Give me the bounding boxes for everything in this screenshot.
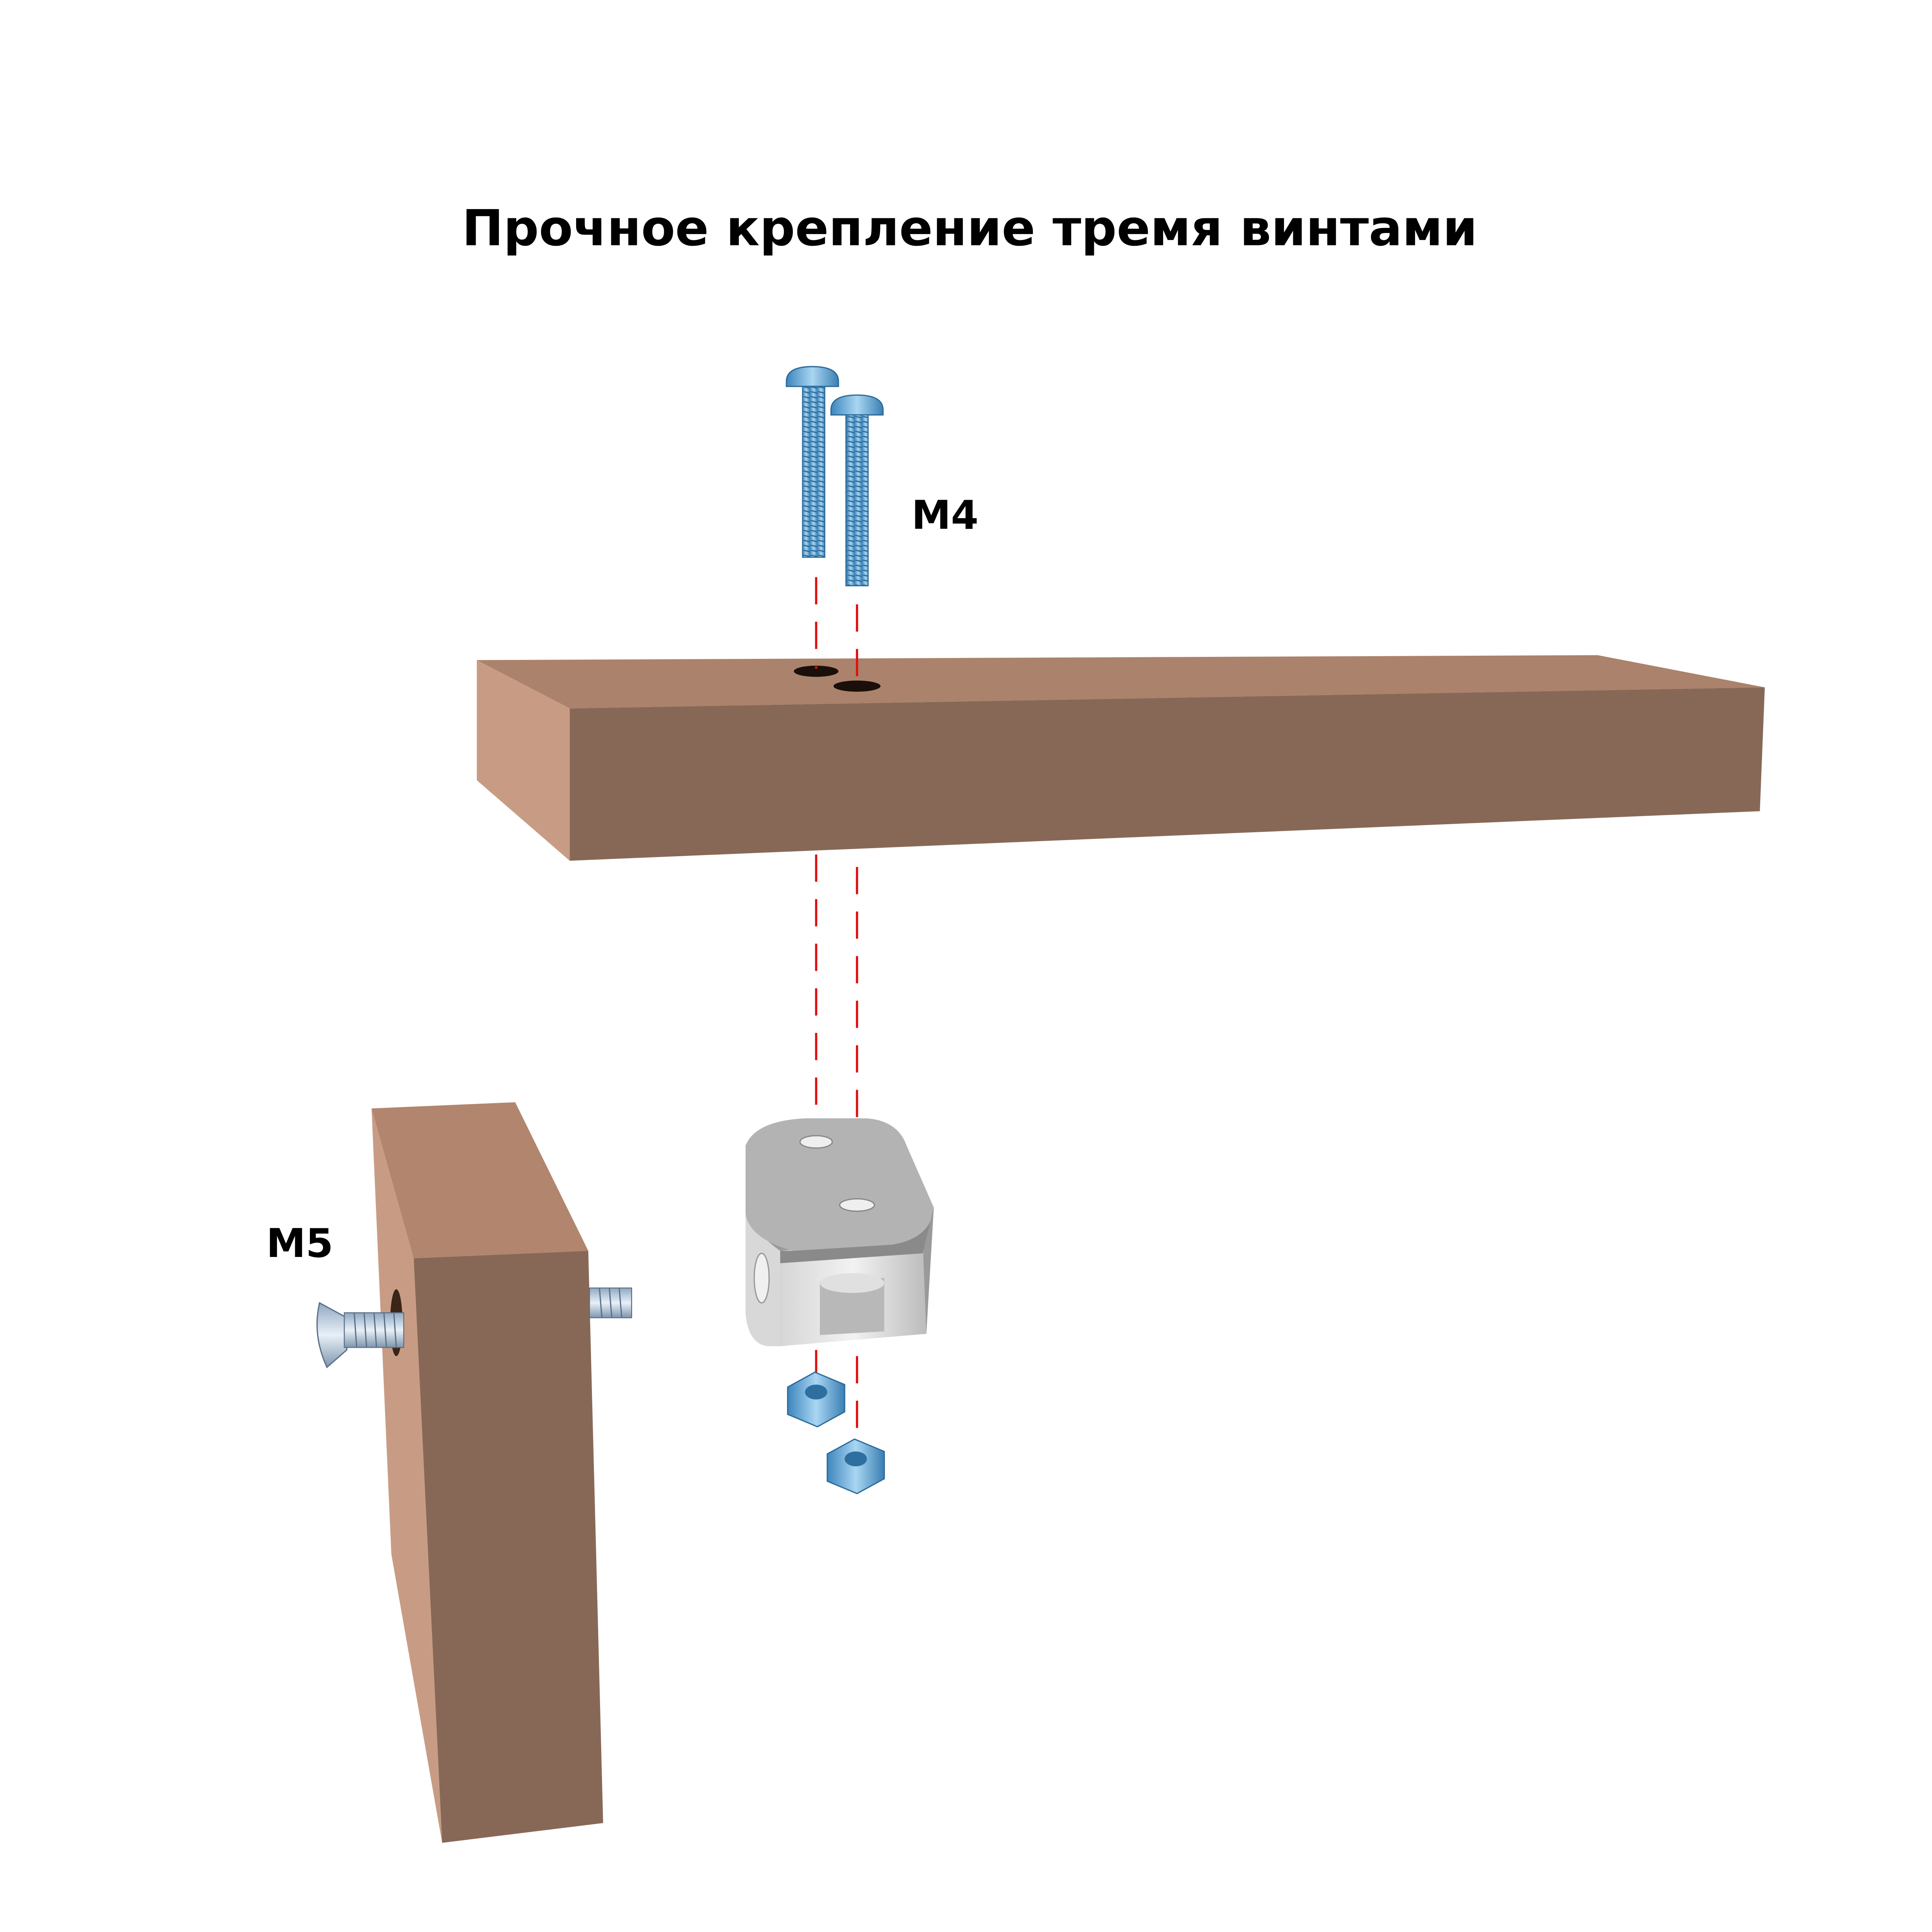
beam-end-face [476, 660, 570, 861]
m5-screw [316, 1287, 632, 1369]
hex-nut-2 [827, 1438, 885, 1495]
bracket-side-hole [753, 1252, 770, 1304]
beam-front-face [570, 687, 1765, 861]
m4-screw-2 [830, 394, 884, 587]
side-wood-block [371, 1102, 603, 1843]
m5-label: M5 [266, 1221, 333, 1267]
metal-bracket [745, 1118, 934, 1346]
m4-label: M4 [912, 493, 978, 539]
m4-screw-1 [786, 366, 839, 558]
top-wood-beam [476, 655, 1765, 861]
beam-hole-1 [794, 665, 838, 677]
bracket-hole-2 [839, 1198, 875, 1212]
diagram-title: Прочное крепление тремя винтами [462, 200, 1478, 257]
hex-nut-1 [787, 1371, 845, 1428]
block-side-face [371, 1108, 442, 1843]
beam-hole-2 [833, 680, 881, 692]
bracket-hole-1 [799, 1135, 833, 1149]
block-front-face [413, 1251, 603, 1843]
block-top-face [371, 1102, 588, 1259]
